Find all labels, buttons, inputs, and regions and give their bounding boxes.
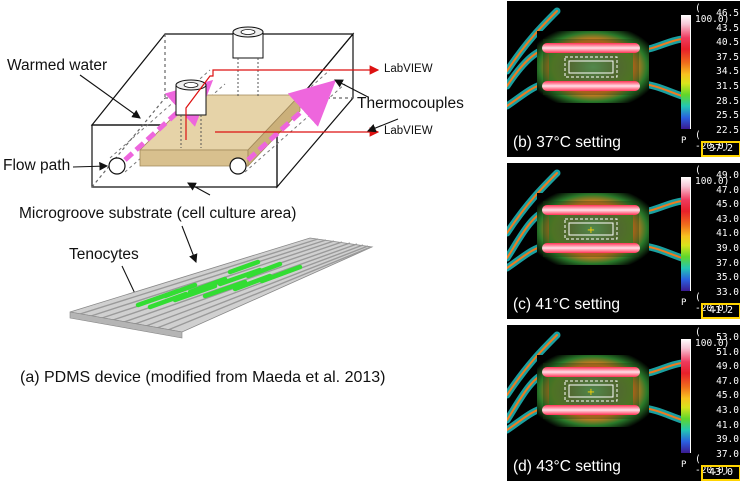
label-labview-top: LabVIEW [384,63,433,75]
scale-tick-label: 43.0 [716,213,739,225]
caption-a: (a) PDMS device (modified from Maeda et … [20,369,386,386]
thermal-image: + [507,331,686,434]
pin-marker: P [681,136,687,146]
label-flow-path: Flow path [3,157,71,174]
thermal-panel: ( 100.0) ( -20.0) P 37.2 (b) 37°C settin… [507,1,740,157]
thermal-panel: + ( 100.0) ( -20.0) P 41.2 (c) 41°C sett… [507,163,740,319]
scale-tick-label: 40.5 [716,37,739,49]
scale-tick-label: 37.5 [716,51,739,63]
scale-tick-label: 31.5 [716,81,739,92]
scale-tick-label: 49.0 [716,170,739,181]
color-scale-bar [681,15,690,129]
thermocouple-wires [185,65,380,140]
scale-tick-label: 22.5 [716,124,739,136]
tube-front [175,79,207,148]
thermal-image [507,7,686,110]
temperature-reading: 43.0 [701,465,740,481]
svg-text:+: + [587,387,595,398]
scale-tick-label: 28.5 [716,95,739,107]
scale-tick-label: 51.0 [716,346,739,358]
pin-marker: P [681,460,687,470]
scale-min: ( -20.0) [695,130,730,152]
scale-tick-label: 49.0 [716,361,739,373]
scale-tick-label: 46.5 [716,8,739,19]
scale-tick-label: 35.0 [716,272,739,284]
scale-tick-label: 45.0 [716,199,739,211]
label-substrate: Microgroove substrate (cell culture area… [19,205,297,222]
thermal-caption: (c) 41°C setting [513,296,620,313]
scale-tick-label: 37.0 [716,257,739,269]
label-labview-bottom: LabVIEW [384,125,433,137]
flow-arrows [123,79,337,162]
flow-inlet-right [229,157,247,175]
thermal-caption: (d) 43°C setting [513,458,621,475]
scale-tick-label: 37.0 [716,448,739,460]
scale-tick-label: 45.0 [716,390,739,402]
flow-inlet-left [108,157,126,175]
scale-max: ( 100.0) [695,327,730,349]
scale-max: ( 100.0) [695,3,730,25]
scale-min: ( -20.0) [695,454,730,476]
scale-tick-label: 39.0 [716,434,739,446]
pin-marker: P [681,298,687,308]
svg-text:+: + [587,225,595,236]
thermal-image: + [507,169,686,272]
thermal-caption: (b) 37°C setting [513,134,621,151]
scale-tick-label: 39.0 [716,243,739,254]
scale-tick-label: 47.0 [716,375,739,387]
scale-max: ( 100.0) [695,165,730,187]
label-warmed-water: Warmed water [7,57,108,74]
thermal-panel: + ( 100.0) ( -20.0) P 43.0 (d) 43°C sett… [507,325,740,481]
scale-tick-label: 34.5 [716,66,739,78]
label-thermocouples: Thermocouples [357,95,464,112]
temperature-reading: 37.2 [701,141,740,157]
label-tenocytes: Tenocytes [69,246,139,263]
tenocytes [135,259,303,310]
scale-min: ( -20.0) [695,292,730,314]
tube-back [232,26,264,98]
temperature-reading: 41.2 [701,303,740,319]
color-scale-bar [681,339,690,453]
scale-tick-label: 25.5 [716,110,739,122]
scale-tick-label: 41.0 [716,228,739,240]
color-scale-bar [681,177,690,291]
scale-tick-label: 47.0 [716,184,739,196]
scale-tick-label: 33.0 [716,286,739,298]
scale-tick-label: 53.0 [716,332,739,343]
substrate-plate [139,93,301,168]
scale-tick-label: 43.0 [716,405,739,416]
scale-tick-label: 43.5 [716,22,739,34]
scale-tick-label: 41.0 [716,419,739,431]
